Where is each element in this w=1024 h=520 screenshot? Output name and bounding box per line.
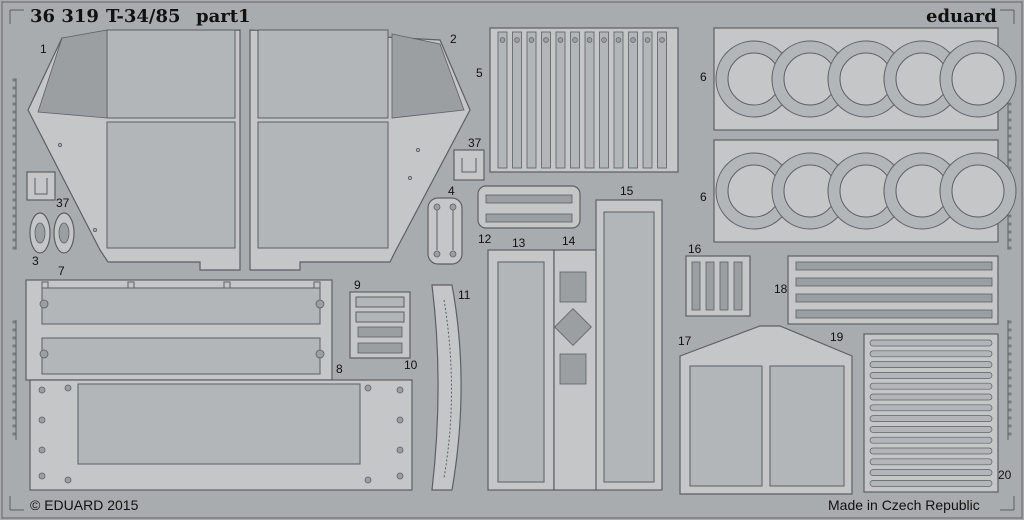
part-number-14: 14 xyxy=(562,234,576,248)
part-11-blade xyxy=(431,284,462,491)
part-label: part1 xyxy=(196,6,251,27)
part-number-37-right: 37 xyxy=(468,136,482,150)
brand-name: eduard xyxy=(926,6,997,27)
catalog-number: 36 319 xyxy=(30,6,99,27)
part-number-37-left: 37 xyxy=(56,196,70,210)
part-number-7: 7 xyxy=(58,264,65,278)
frame-rail-holes xyxy=(15,78,1009,440)
part-number-20: 20 xyxy=(998,468,1012,482)
origin-text: Made in Czech Republic xyxy=(828,497,980,513)
part-number-9: 9 xyxy=(354,278,361,292)
part-number-4: 4 xyxy=(448,184,455,198)
part-16-comb xyxy=(685,255,751,317)
part-37-clip-right xyxy=(453,149,485,181)
part-3-links xyxy=(29,212,75,254)
ring-arcs xyxy=(715,40,1017,230)
part-number-19: 19 xyxy=(830,330,844,344)
part-number-13: 13 xyxy=(512,236,526,250)
part-20-strips xyxy=(863,333,999,493)
part-number-12: 12 xyxy=(478,232,492,246)
part-14-strip xyxy=(553,249,599,491)
comb-teeth xyxy=(497,31,667,169)
part-4-links xyxy=(427,197,463,265)
plate-holes xyxy=(38,384,404,484)
part-2-panel xyxy=(249,29,471,271)
part-20-strip-lines xyxy=(869,339,993,487)
part-number-6b: 6 xyxy=(700,190,707,204)
part-number-10: 10 xyxy=(404,358,418,372)
part-number-6a: 6 xyxy=(700,70,707,84)
part-number-3: 3 xyxy=(32,254,39,268)
part-number-8: 8 xyxy=(336,362,343,376)
part-12-bar xyxy=(477,185,581,229)
part-1-panel xyxy=(27,29,241,271)
part-number-17: 17 xyxy=(678,334,692,348)
part-number-2: 2 xyxy=(450,32,457,46)
copyright-text: © EDUARD 2015 xyxy=(30,497,139,513)
model-name: T-34/85 xyxy=(106,6,181,27)
part-7-strips xyxy=(25,279,333,381)
rail-holes xyxy=(12,78,1012,436)
part-15-strip xyxy=(595,199,663,491)
part-number-16: 16 xyxy=(688,242,702,256)
part-17-19-panels xyxy=(679,325,853,495)
part-number-5: 5 xyxy=(476,66,483,80)
part-number-1: 1 xyxy=(40,42,47,56)
frame-corners xyxy=(9,9,1015,511)
part-18-strips xyxy=(787,255,999,325)
part-13-strip xyxy=(487,249,555,491)
part-37-clip-left xyxy=(26,171,56,201)
part-number-18: 18 xyxy=(774,282,788,296)
part-number-15: 15 xyxy=(620,184,634,198)
part-9-clips xyxy=(349,291,411,359)
part-8-plate xyxy=(29,379,413,491)
part-number-11: 11 xyxy=(458,288,471,302)
